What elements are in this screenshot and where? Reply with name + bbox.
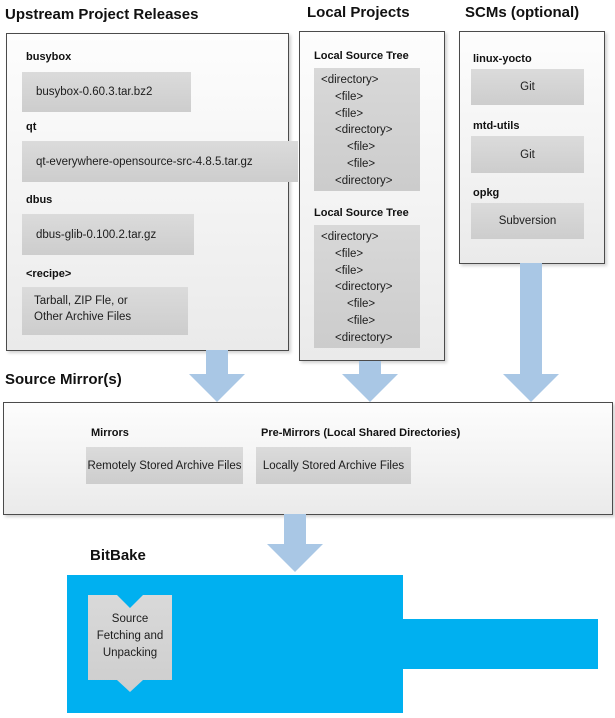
upstream-item-label: dbus	[26, 194, 53, 206]
upstream-archive-box: busybox-0.60.3.tar.bz2	[22, 72, 191, 112]
tree-line: <directory>	[321, 74, 379, 86]
scms-panel: linux-yocto Git mtd-utils Git opkg Subve…	[459, 31, 605, 264]
scm-tool-box: Subversion	[471, 203, 584, 239]
upstream-archive-box: dbus-glib-0.100.2.tar.gz	[22, 214, 194, 255]
arrow-head	[267, 544, 323, 572]
arrow-head	[503, 374, 559, 402]
scm-item-label: opkg	[473, 187, 500, 199]
premirrors-archive-box: Locally Stored Archive Files	[256, 447, 411, 484]
source-mirrors-panel: Mirrors Remotely Stored Archive Files Pr…	[3, 402, 613, 515]
local-to-mirrors-arrow-icon	[342, 361, 398, 402]
upstream-panel: busybox busybox-0.60.3.tar.bz2 qt qt-eve…	[6, 33, 298, 351]
local-source-tree-box: <directory> <file> <file> <directory> <f…	[314, 225, 420, 348]
local-source-tree-label: Local Source Tree	[314, 50, 409, 62]
scm-item-label: linux-yocto	[473, 53, 532, 65]
local-source-tree-box: <directory> <file> <file> <directory> <f…	[314, 68, 420, 191]
ribbon-line: Source	[111, 613, 149, 625]
arrow-shaft	[206, 350, 228, 376]
ribbon-line: Fetching and	[96, 630, 164, 642]
tree-line: <file>	[347, 141, 376, 154]
upstream-archive-box: qt-everywhere-opensource-src-4.8.5.tar.g…	[22, 141, 298, 182]
mirrors-label: Mirrors	[91, 427, 129, 439]
ribbon-line: Unpacking	[102, 647, 158, 659]
archive-box-line: Other Archive Files	[34, 311, 132, 323]
arrow-head	[342, 374, 398, 402]
scms-to-mirrors-arrow-icon	[503, 263, 559, 402]
arrow-shaft	[520, 263, 542, 376]
upstream-item-label: qt	[26, 121, 37, 133]
archive-box-line: Tarball, ZIP Fle, or	[34, 295, 128, 307]
arrow-shaft	[284, 514, 306, 546]
scm-tool-box: Git	[471, 69, 584, 105]
tree-line: <file>	[347, 298, 376, 311]
upstream-section-title: Upstream Project Releases	[5, 6, 199, 23]
tree-line: <file>	[335, 90, 364, 103]
arrow-shaft	[359, 361, 381, 376]
tree-line: <file>	[335, 107, 364, 120]
source-mirrors-section-title: Source Mirror(s)	[5, 371, 122, 388]
local-projects-section-title: Local Projects	[307, 4, 410, 21]
scms-section-title: SCMs (optional)	[465, 4, 580, 21]
tree-line: <directory>	[335, 281, 393, 294]
upstream-item-label: <recipe>	[26, 268, 72, 280]
tree-line: <file>	[335, 264, 364, 277]
tree-line: <file>	[347, 314, 376, 327]
tree-line: <directory>	[321, 231, 379, 243]
tree-line: <directory>	[335, 174, 393, 187]
tree-line: <file>	[347, 157, 376, 170]
upstream-archive-box: Tarball, ZIP Fle, or Other Archive Files	[22, 287, 188, 335]
tree-line: <file>	[335, 247, 364, 260]
upstream-to-mirrors-arrow-icon	[189, 350, 245, 402]
tree-line: <directory>	[335, 124, 393, 137]
arrow-head	[189, 374, 245, 402]
local-projects-panel: Local Source Tree <directory> <file> <fi…	[299, 31, 445, 361]
source-fetching-ribbon: Source Fetching and Unpacking	[88, 595, 172, 692]
bitbake-output-arm	[401, 619, 598, 669]
bitbake-section-title: BitBake	[90, 547, 146, 564]
upstream-item-label: busybox	[26, 51, 72, 63]
scm-item-label: mtd-utils	[473, 120, 520, 132]
tree-line: <directory>	[335, 331, 393, 344]
mirrors-archive-box: Remotely Stored Archive Files	[86, 447, 243, 484]
mirrors-to-bitbake-arrow-icon	[267, 514, 323, 572]
scm-tool-box: Git	[471, 136, 584, 173]
local-source-tree-label: Local Source Tree	[314, 207, 409, 219]
premirrors-label: Pre-Mirrors (Local Shared Directories)	[261, 427, 461, 439]
